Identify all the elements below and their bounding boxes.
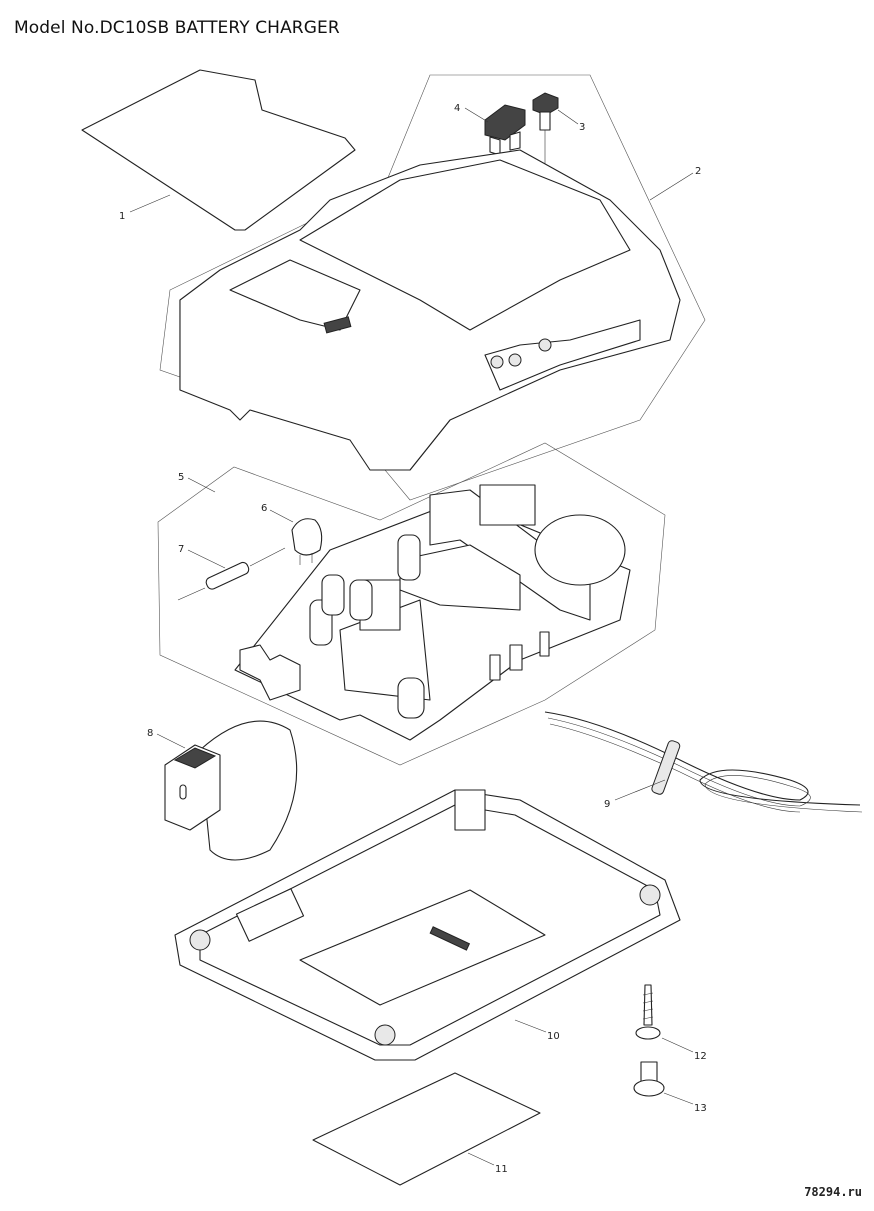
part-5-pcb-assembly: [234, 484, 631, 741]
part-12-screw: [635, 984, 661, 1040]
part-8-fan: [164, 720, 298, 861]
callout-6: 6: [261, 503, 267, 514]
callout-13: 13: [694, 1103, 707, 1114]
diagram-title: Model No.DC10SB BATTERY CHARGER: [14, 18, 340, 38]
callout-3: 3: [579, 122, 585, 133]
part-13-rubber-foot: [633, 1061, 665, 1097]
callout-5: 5: [178, 472, 184, 483]
callout-10: 10: [547, 1031, 560, 1042]
watermark: 78294.ru: [804, 1185, 862, 1199]
callout-1: 1: [119, 211, 125, 222]
part-9-cord: [544, 711, 863, 813]
part-4-indicator-lens: [484, 104, 526, 141]
callout-4: 4: [454, 103, 460, 114]
leader-lines: [129, 107, 694, 1166]
part-2-upper-housing: [179, 149, 681, 471]
callout-11: 11: [495, 1164, 508, 1175]
part-7-fuse: [205, 561, 250, 590]
part-11-label: [312, 1072, 541, 1186]
callout-8: 8: [147, 728, 153, 739]
part-10-base: [174, 789, 681, 1061]
callout-9: 9: [604, 799, 610, 810]
callout-12: 12: [694, 1051, 707, 1062]
part-3-button: [532, 92, 559, 116]
part-6-capacitor: [291, 518, 323, 556]
part-1-pad: [81, 69, 356, 231]
callout-2: 2: [695, 166, 701, 177]
callout-7: 7: [178, 544, 184, 555]
part-5-group-outline: [157, 442, 666, 766]
